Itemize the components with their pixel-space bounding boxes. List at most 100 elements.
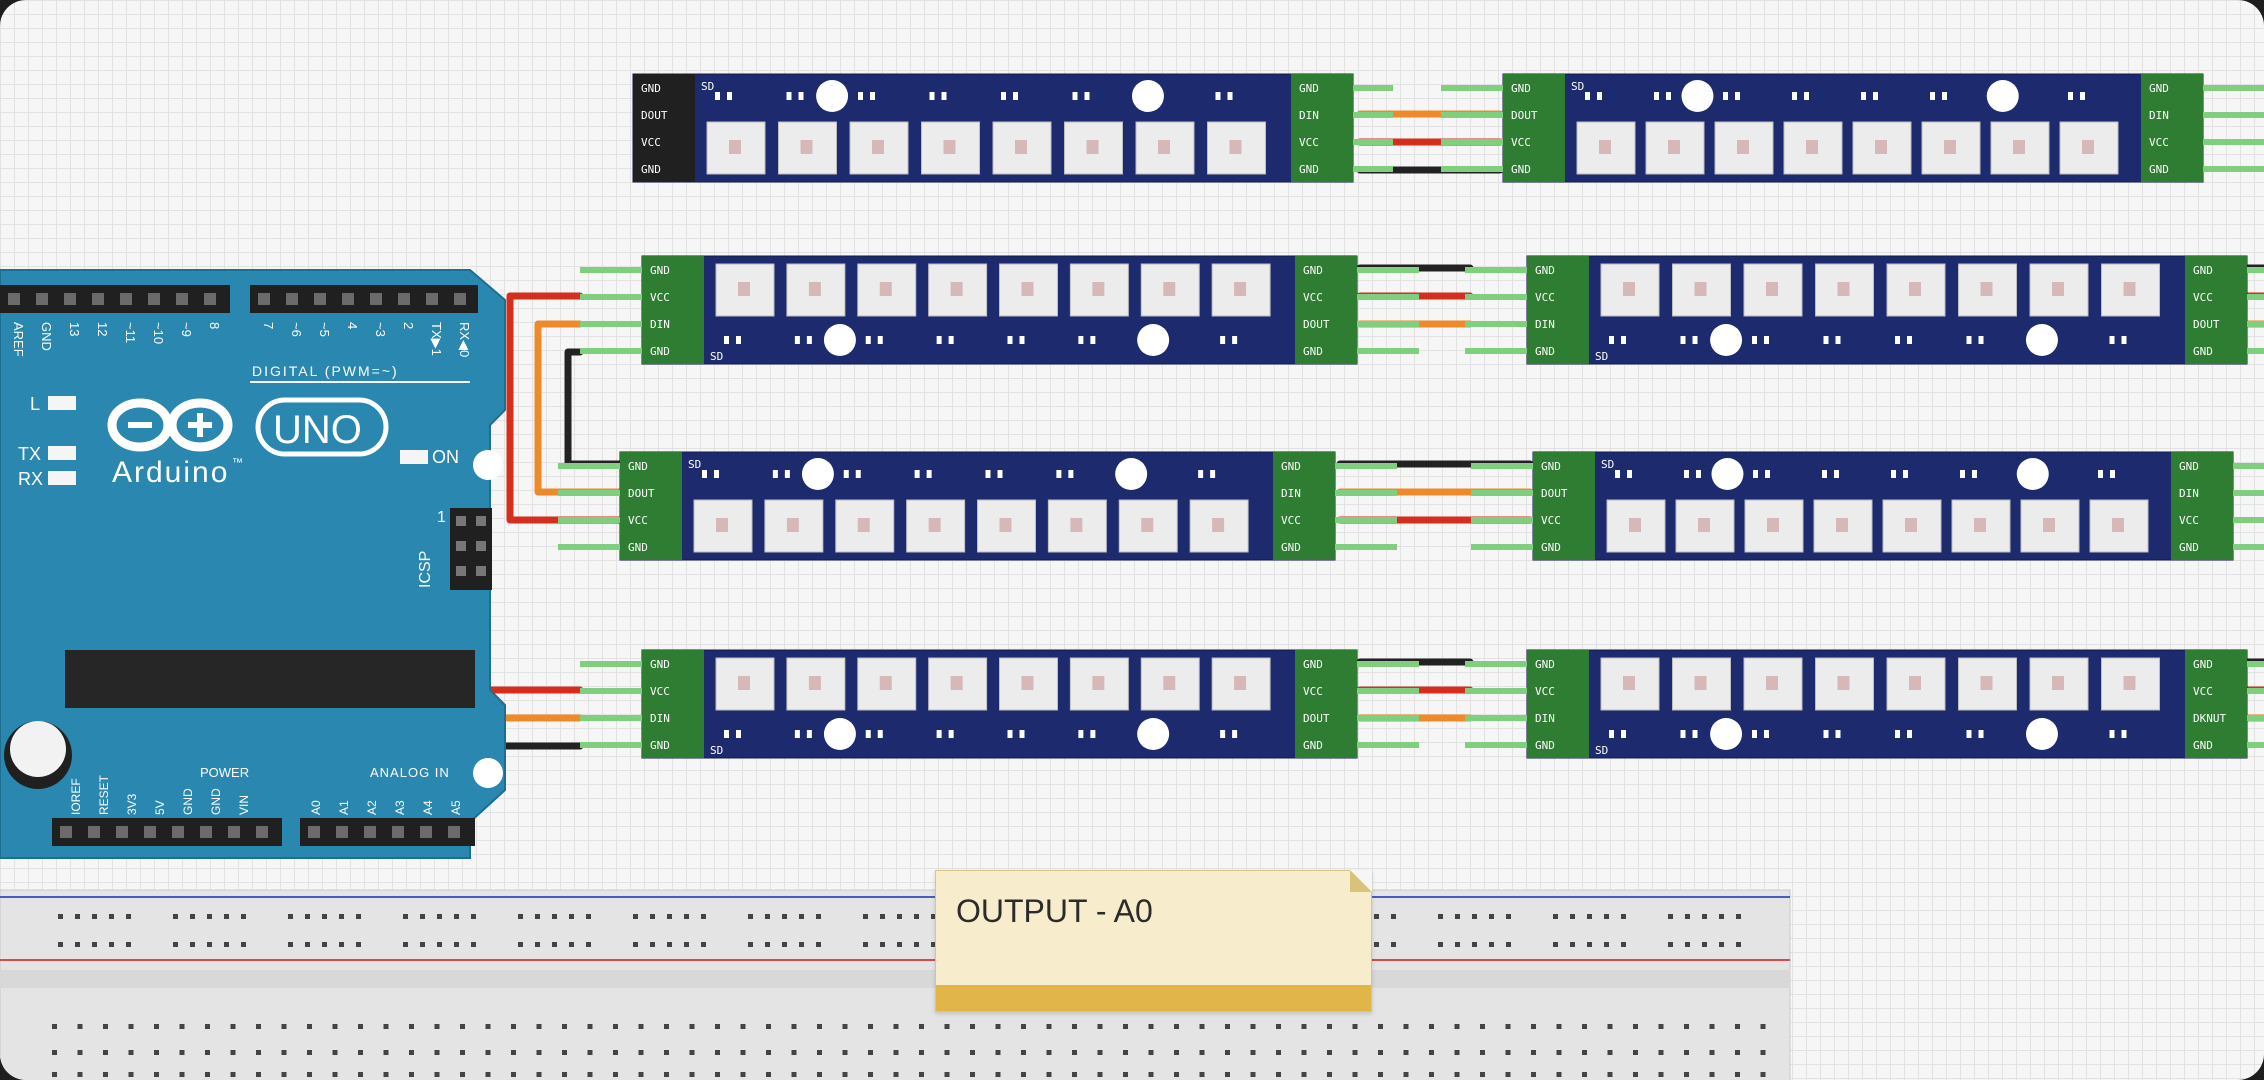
strip-pin-lead[interactable] [1471, 490, 1533, 496]
strip-pin-lead[interactable] [1465, 294, 1527, 300]
led-pixel[interactable] [1047, 499, 1107, 553]
breadboard-hole[interactable] [613, 1050, 618, 1055]
breadboard-hole[interactable] [179, 1024, 185, 1029]
breadboard-hole[interactable] [1607, 1024, 1613, 1029]
strip-pin-lead[interactable] [1357, 742, 1419, 748]
breadboard-hole[interactable] [633, 914, 638, 919]
breadboard-hole[interactable] [1123, 1072, 1128, 1077]
breadboard-hole[interactable] [638, 1050, 644, 1055]
breadboard-hole[interactable] [205, 1024, 210, 1029]
strip-pin-lead[interactable] [558, 544, 620, 550]
breadboard-hole[interactable] [241, 942, 246, 947]
led-pixel[interactable] [706, 121, 766, 175]
strip-input-header[interactable] [633, 74, 695, 182]
breadboard-hole[interactable] [1046, 1050, 1052, 1055]
breadboard-hole[interactable] [409, 1072, 414, 1077]
power-pin-socket[interactable] [144, 826, 156, 838]
breadboard-hole[interactable] [1021, 1024, 1026, 1029]
strip-pin-lead[interactable] [580, 742, 642, 748]
led-pixel[interactable] [1743, 263, 1803, 317]
breadboard-hole[interactable] [1570, 914, 1575, 919]
strip-pin-lead[interactable] [1357, 348, 1419, 354]
breadboard-hole[interactable] [868, 1072, 873, 1077]
breadboard-hole[interactable] [128, 1024, 134, 1029]
breadboard-hole[interactable] [1736, 942, 1741, 947]
breadboard-hole[interactable] [307, 1050, 312, 1055]
breadboard-hole[interactable] [305, 914, 310, 919]
breadboard-hole[interactable] [664, 1024, 669, 1029]
breadboard-hole[interactable] [863, 914, 868, 919]
led-pixel[interactable] [1207, 121, 1266, 175]
analog-pin-socket[interactable] [336, 826, 348, 838]
breadboard-hole[interactable] [1658, 1072, 1664, 1077]
breadboard-hole[interactable] [536, 1050, 542, 1055]
strip-pin-lead[interactable] [580, 294, 642, 300]
breadboard-hole[interactable] [1480, 1050, 1485, 1055]
strip-input-header[interactable] [1503, 74, 1565, 182]
breadboard-hole[interactable] [1505, 1072, 1511, 1077]
power-pin-socket[interactable] [228, 826, 240, 838]
strip-pin-lead[interactable] [580, 321, 642, 327]
breadboard-hole[interactable] [1072, 1050, 1077, 1055]
breadboard-hole[interactable] [103, 1024, 108, 1029]
breadboard-hole[interactable] [536, 1024, 542, 1029]
breadboard-hole[interactable] [740, 1072, 746, 1077]
breadboard-hole[interactable] [420, 942, 425, 947]
breadboard-hole[interactable] [1454, 1024, 1460, 1029]
breadboard-hole[interactable] [868, 1050, 873, 1055]
strip-pin-lead[interactable] [1357, 661, 1419, 667]
breadboard-hole[interactable] [715, 1024, 720, 1029]
breadboard-hole[interactable] [281, 1072, 287, 1077]
breadboard-hole[interactable] [1735, 1024, 1740, 1029]
breadboard-hole[interactable] [880, 914, 885, 919]
strip-input-header[interactable] [620, 452, 682, 560]
breadboard-hole[interactable] [842, 1072, 848, 1077]
breadboard-hole[interactable] [638, 1072, 644, 1077]
breadboard-hole[interactable] [109, 942, 114, 947]
strip-pin-lead[interactable] [1353, 112, 1393, 118]
breadboard-hole[interactable] [791, 1024, 797, 1029]
strip-pin-lead[interactable] [1357, 715, 1419, 721]
breadboard-hole[interactable] [1735, 1050, 1740, 1055]
strip-pin-lead[interactable] [580, 661, 642, 667]
arduino-pcb[interactable] [0, 269, 506, 859]
breadboard-hole[interactable] [77, 1024, 83, 1029]
strip-input-header[interactable] [1533, 452, 1595, 560]
breadboard-hole[interactable] [766, 1072, 771, 1077]
breadboard-hole[interactable] [893, 1072, 899, 1077]
digital-pin-socket[interactable] [314, 293, 326, 305]
breadboard-hole[interactable] [817, 1024, 822, 1029]
breadboard-hole[interactable] [1301, 1072, 1307, 1077]
breadboard-hole[interactable] [92, 942, 97, 947]
breadboard-hole[interactable] [1403, 1072, 1409, 1077]
breadboard-hole[interactable] [931, 942, 936, 947]
breadboard-hole[interactable] [919, 1024, 924, 1029]
strip-output-header[interactable] [1295, 650, 1357, 758]
breadboard-hole[interactable] [1455, 942, 1460, 947]
power-pin-socket[interactable] [172, 826, 184, 838]
breadboard-hole[interactable] [1199, 1072, 1205, 1077]
breadboard-hole[interactable] [1276, 1024, 1281, 1029]
breadboard-hole[interactable] [460, 1050, 465, 1055]
strip-output-header[interactable] [2185, 650, 2247, 758]
breadboard-hole[interactable] [944, 1050, 950, 1055]
breadboard-hole[interactable] [817, 1072, 822, 1077]
breadboard-hole[interactable] [1123, 1024, 1128, 1029]
breadboard-hole[interactable] [1148, 1024, 1154, 1029]
breadboard-hole[interactable] [1174, 1072, 1179, 1077]
breadboard-hole[interactable] [1046, 1024, 1052, 1029]
strip-pin-lead[interactable] [580, 715, 642, 721]
breadboard-hole[interactable] [1719, 942, 1724, 947]
breadboard-hole[interactable] [1582, 1050, 1587, 1055]
breadboard-hole[interactable] [1327, 1072, 1332, 1077]
breadboard-hole[interactable] [383, 1050, 389, 1055]
breadboard-hole[interactable] [914, 942, 919, 947]
breadboard-hole[interactable] [880, 942, 885, 947]
breadboard-hole[interactable] [409, 1050, 414, 1055]
strip-pin-lead[interactable] [1465, 321, 1527, 327]
breadboard-hole[interactable] [970, 1050, 975, 1055]
breadboard-hole[interactable] [842, 1050, 848, 1055]
breadboard-hole[interactable] [358, 1050, 363, 1055]
breadboard-hole[interactable] [970, 1024, 975, 1029]
